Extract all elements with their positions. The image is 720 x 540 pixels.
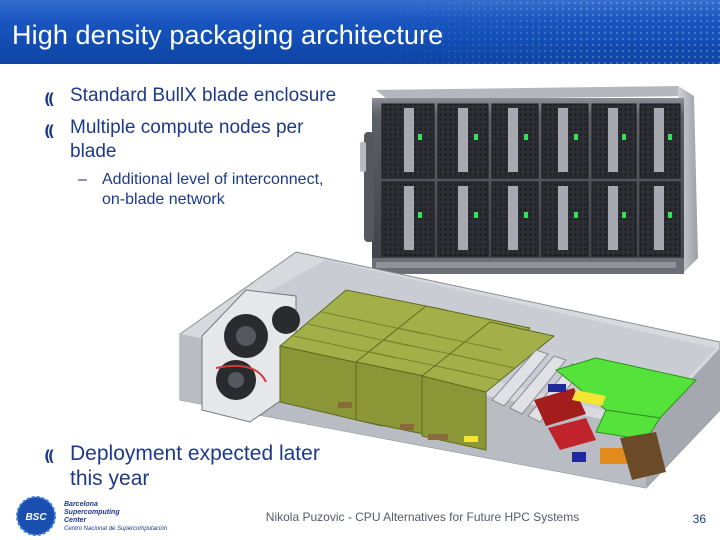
page-number: 36 (692, 512, 706, 526)
bullet-item: (( Standard BullX blade enclosure (44, 84, 344, 108)
sub-bullet-item: – Additional level of interconnect, on-b… (44, 170, 334, 210)
logo-abbrev: BSC (25, 512, 47, 523)
sub-bullet-dash: – (78, 171, 87, 188)
bsc-logo: BSC (16, 496, 56, 536)
bullet-text: Deployment expected later this year (70, 442, 320, 490)
sub-bullet-text: Additional level of interconnect, on-bla… (102, 171, 324, 208)
pcb-board (554, 357, 697, 441)
title-bar: High density packaging architecture (0, 0, 720, 64)
fan-module (201, 289, 300, 423)
bullet-marker-icon: (( (44, 447, 55, 465)
bullet-text: Multiple compute nodes per blade (70, 117, 304, 162)
bullet-list: (( Standard BullX blade enclosure (( Mul… (44, 84, 344, 210)
blade-enclosure-image (360, 86, 698, 274)
bullet-marker-icon: (( (44, 122, 55, 140)
bullet-marker-icon: (( (44, 90, 55, 108)
title-bar-pattern (380, 0, 720, 64)
slide-title: High density packaging architecture (12, 20, 444, 50)
bullet-item-deployment: (( Deployment expected later this year (44, 441, 354, 491)
blade-slots-bottom (381, 181, 681, 257)
heatsink-modules (278, 289, 556, 451)
footer-text: Nikola Puzovic - CPU Alternatives for Fu… (265, 510, 580, 524)
blade-slots-top (381, 103, 681, 179)
logo-text: Barcelona Supercomputing Center Centro N… (64, 501, 168, 532)
compute-blade-image (179, 251, 720, 489)
bullet-item: (( Multiple compute nodes per blade (44, 116, 344, 164)
bullet-text: Standard BullX blade enclosure (70, 85, 337, 106)
